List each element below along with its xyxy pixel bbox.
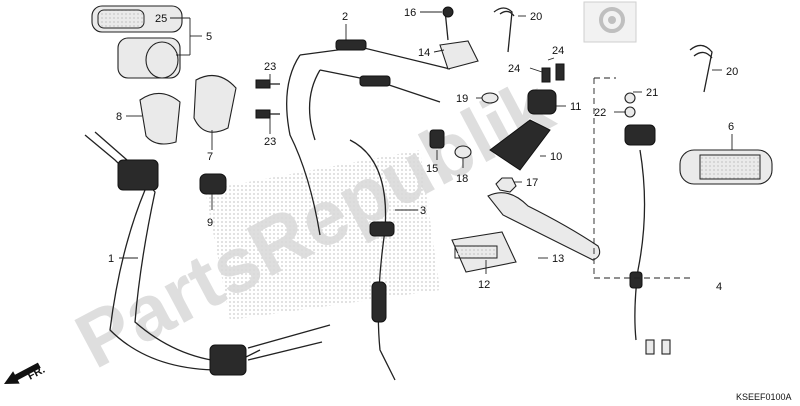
callout-4: 4 xyxy=(716,281,722,293)
callout-19: 19 xyxy=(456,93,468,105)
clutch-cable xyxy=(286,39,451,236)
callout-8: 8 xyxy=(116,111,122,123)
callouts: 25 5 8 7 9 1 2 3 23 23 16 14 19 15 18 17… xyxy=(108,7,738,293)
callout-23b: 23 xyxy=(264,136,276,148)
stop-switch xyxy=(624,124,671,355)
callout-15: 15 xyxy=(426,163,438,175)
callout-18: 18 xyxy=(456,173,468,185)
gear-icon xyxy=(583,1,637,43)
leaders xyxy=(119,11,733,274)
callout-2: 2 xyxy=(342,11,348,23)
callout-7: 7 xyxy=(207,151,213,163)
callout-12: 12 xyxy=(478,279,490,291)
callout-24b: 24 xyxy=(508,63,520,75)
hot-start-cable xyxy=(349,139,396,381)
throttle-housing xyxy=(139,74,237,195)
bolts xyxy=(255,79,280,119)
callout-10: 10 xyxy=(550,151,562,163)
callout-6: 6 xyxy=(728,121,734,133)
callout-22: 22 xyxy=(594,107,606,119)
callout-3: 3 xyxy=(420,205,426,217)
lever-holder xyxy=(489,89,557,171)
watermark: PartsRepublik xyxy=(62,61,567,385)
callout-25: 25 xyxy=(155,13,167,25)
callout-17: 17 xyxy=(526,177,538,189)
clutch-lever xyxy=(487,192,601,261)
callout-23a: 23 xyxy=(264,61,276,73)
callout-1: 1 xyxy=(108,253,114,265)
callout-24a: 24 xyxy=(552,45,564,57)
small-parts xyxy=(429,63,636,193)
diagram-code: KSEEF0100A xyxy=(736,392,792,402)
callout-13: 13 xyxy=(552,253,564,265)
cable-bands xyxy=(493,7,713,93)
arrow-icon xyxy=(4,362,41,384)
left-grip xyxy=(679,149,773,185)
lever-bracket xyxy=(439,6,479,70)
callout-9: 9 xyxy=(207,217,213,229)
direction-label: FR. xyxy=(26,364,47,383)
callout-20b: 20 xyxy=(726,66,738,78)
callout-5: 5 xyxy=(206,31,212,43)
throttle-tube xyxy=(91,5,183,79)
callout-20a: 20 xyxy=(530,11,542,23)
callout-11: 11 xyxy=(570,101,581,113)
group-bracket xyxy=(593,78,694,279)
callout-14: 14 xyxy=(418,47,430,59)
watermark-text: PartsRepublik xyxy=(62,61,567,385)
throttle-cable xyxy=(84,131,331,376)
hot-start-lever xyxy=(451,231,517,273)
callout-16: 16 xyxy=(404,7,416,19)
callout-21: 21 xyxy=(646,87,658,99)
